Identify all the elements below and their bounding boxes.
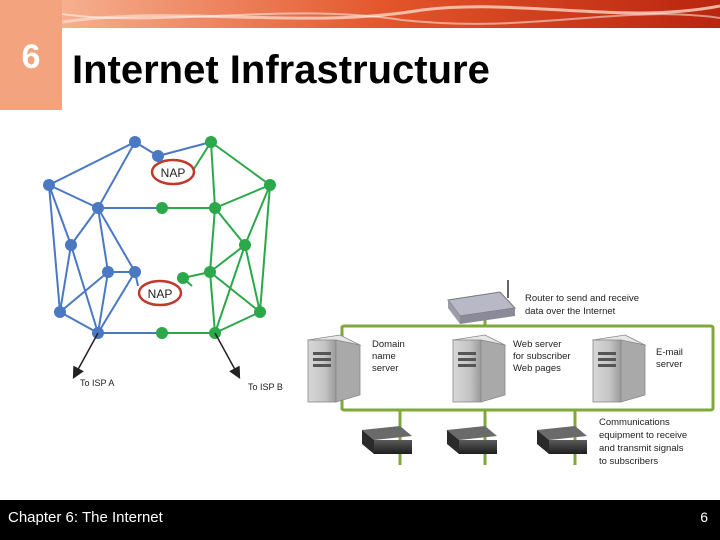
- nap-top-oval: [150, 158, 196, 186]
- web-server-icon: [451, 334, 507, 403]
- top-banner: [62, 0, 720, 28]
- router-icon: [447, 280, 517, 324]
- chapter-number: 6: [21, 38, 41, 76]
- dns-server-icon: [306, 334, 362, 403]
- nap-bottom-label: NAP: [148, 287, 173, 301]
- isp-b-label: To ISP B: [248, 382, 283, 392]
- router-label-line1: Router to send and receive: [525, 293, 639, 304]
- slide-title: Internet Infrastructure: [72, 48, 490, 92]
- dns-label-line3: server: [372, 363, 398, 374]
- isp-a-arrow: [72, 332, 99, 379]
- email-label-line2: server: [656, 359, 682, 370]
- web-label-line3: Web pages: [513, 363, 561, 374]
- green-nodes: [156, 136, 276, 339]
- comm-label-line3: and transmit signals: [599, 443, 684, 454]
- dns-label-line2: name: [372, 351, 396, 362]
- comm-label-line1: Communications: [599, 417, 670, 428]
- footer-bar: Chapter 6: The Internet 6: [0, 500, 720, 540]
- nap-top-label: NAP: [161, 166, 186, 180]
- chapter-box: 6: [0, 0, 62, 110]
- nap-bottom-oval: [137, 279, 183, 307]
- web-label-line1: Web server: [513, 339, 561, 350]
- web-label-line2: for subscriber: [513, 351, 571, 362]
- isp-b-arrow: [214, 332, 241, 379]
- dns-label-line1: Domain: [372, 339, 405, 350]
- comm-label-line2: equipment to receive: [599, 430, 687, 441]
- modem-icon-1: [362, 426, 412, 454]
- network-graph: NAP NAP: [43, 136, 283, 392]
- infrastructure-diagram: NAP NAP: [0, 120, 720, 475]
- footer-chapter-text: Chapter 6: The Internet: [8, 509, 163, 526]
- modem-icon-2: [447, 426, 497, 454]
- modem-icon-3: [537, 426, 587, 454]
- page-number: 6: [700, 509, 708, 525]
- isp-a-label: To ISP A: [80, 378, 114, 388]
- server-room: Router to send and receive data over the…: [306, 280, 715, 467]
- email-server-icon: [591, 334, 647, 403]
- email-label-line1: E-mail: [656, 347, 683, 358]
- router-label-line2: data over the Internet: [525, 306, 616, 317]
- comm-label-line4: to subscribers: [599, 456, 658, 467]
- blue-nodes: [43, 136, 164, 339]
